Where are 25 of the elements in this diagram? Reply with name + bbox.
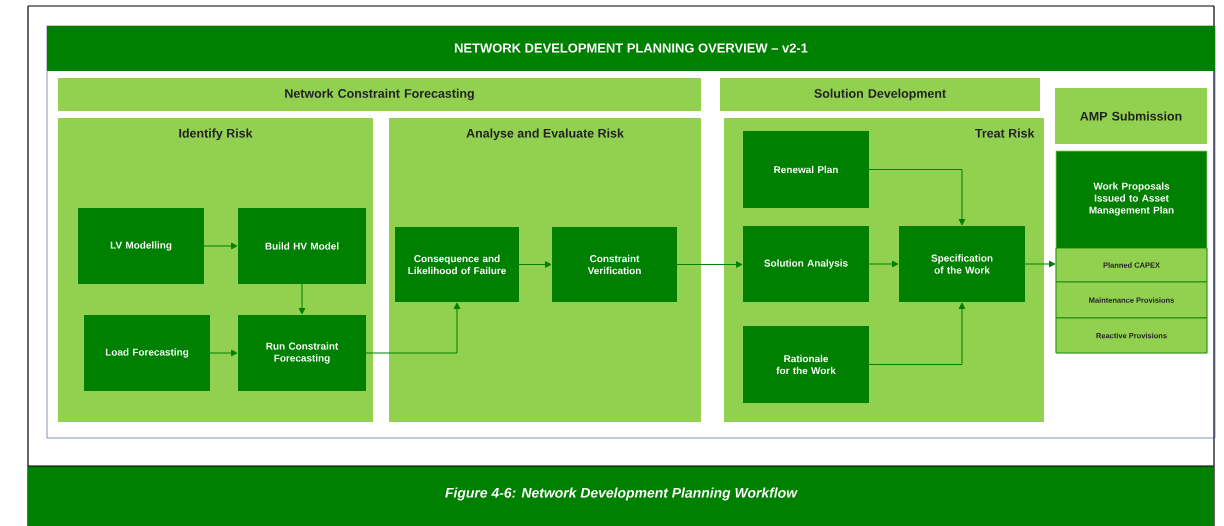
section-header: AMP Submission (1055, 88, 1207, 144)
process-box: Constraint Verification (552, 227, 677, 302)
process-box: Specification of the Work (899, 226, 1025, 302)
title-band: NETWORK DEVELOPMENT PLANNING OVERVIEW – v2-1 (47, 26, 1215, 71)
process-box: LV Modelling (78, 208, 204, 284)
arrow (676, 261, 743, 268)
process-box: Solution Analysis (743, 226, 869, 302)
arrow (868, 260, 899, 268)
caption-band: Figure 4-6: Network Development Planning Workflow (27, 465, 1215, 526)
arrow (209, 349, 238, 357)
arrow (868, 169, 966, 226)
process-box: Rationale for the Work (743, 326, 869, 403)
arrow (868, 302, 966, 365)
arrow (365, 302, 461, 354)
process-box: Load Forecasting (84, 315, 210, 391)
arrow (1024, 260, 1056, 268)
process-box: Run Constraint Forecasting (238, 315, 366, 391)
process-box: Renewal Plan (743, 131, 869, 208)
arrow (203, 242, 238, 250)
section-header: Solution Development (720, 78, 1040, 111)
process-box: Consequence and Likelihood of Failure (395, 227, 519, 302)
section-header: Network Constraint Forecasting (58, 78, 701, 111)
arrow (298, 283, 306, 315)
arrow (518, 261, 552, 268)
process-box: Build HV Model (238, 208, 366, 284)
